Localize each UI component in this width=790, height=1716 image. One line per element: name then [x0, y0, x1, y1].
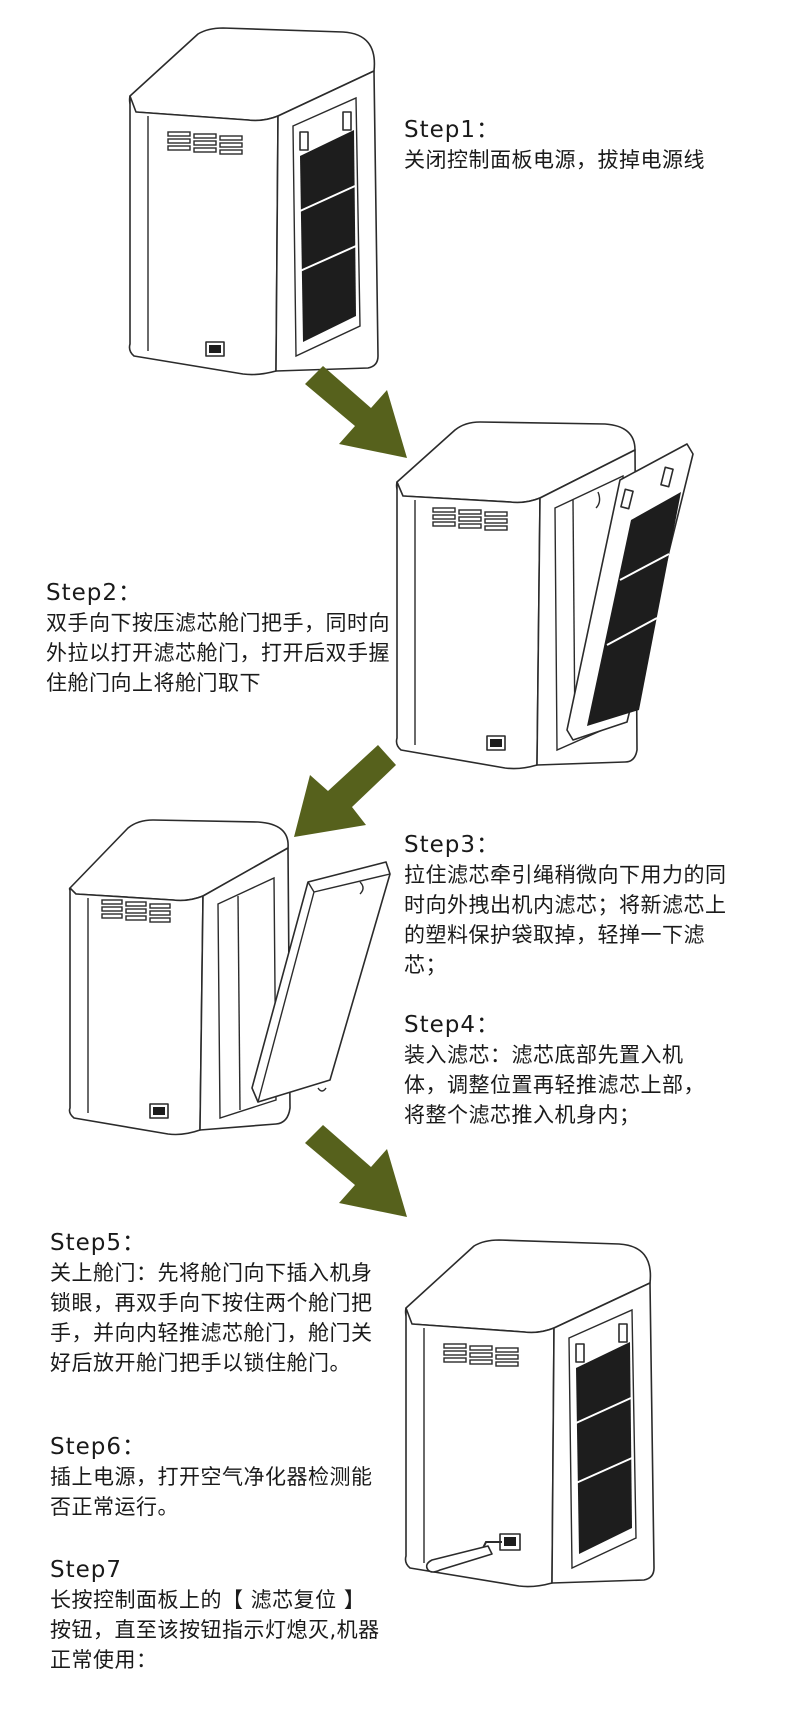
step-1-title: Step1： [404, 117, 501, 143]
step-4: Step4： 装入滤芯：滤芯底部先置入机体，调整位置再轻推滤芯上部，将整个滤芯推… [404, 1010, 719, 1130]
step-1: Step1： 关闭控制面板电源，拔掉电源线 [404, 115, 734, 175]
step-3: Step3： 拉住滤芯牵引绳稍微向下用力的同时向外拽出机内滤芯；将新滤芯上的塑料… [404, 830, 729, 980]
arrow-down-left-icon [294, 745, 396, 837]
purifier-closed-icon [128, 27, 379, 376]
step-2: Step2： 双手向下按压滤芯舱门把手，同时向外拉以打开滤芯舱门，打开后双手握住… [46, 578, 391, 698]
step-6: Step6： 插上电源，打开空气净化器检测能否正常运行。 [50, 1432, 380, 1522]
step-2-body: 双手向下按压滤芯舱门把手，同时向外拉以打开滤芯舱门，打开后双手握住舱门向上将舱门… [46, 611, 390, 695]
step-4-title: Step4： [404, 1012, 501, 1038]
step-2-title: Step2： [46, 580, 143, 606]
step-4-body: 装入滤芯：滤芯底部先置入机体，调整位置再轻推滤芯上部，将整个滤芯推入机身内； [404, 1043, 705, 1127]
step-5-body: 关上舱门：先将舱门向下插入机身锁眼，再双手向下按住两个舱门把手，并向内轻推滤芯舱… [50, 1261, 373, 1375]
step-7: Step7 长按控制面板上的【 滤芯复位 】按钮，直至该按钮指示灯熄灭,机器正常… [50, 1555, 380, 1675]
purifier-filter-out-icon [68, 819, 391, 1136]
purifier-plugged-icon [404, 1239, 655, 1588]
arrow-down-right-icon [305, 1125, 407, 1217]
step-1-body: 关闭控制面板电源，拔掉电源线 [404, 148, 705, 172]
step-3-body: 拉住滤芯牵引绳稍微向下用力的同时向外拽出机内滤芯；将新滤芯上的塑料保护袋取掉，轻… [404, 863, 727, 977]
step-7-title: Step7 [50, 1557, 123, 1583]
step-7-body: 长按控制面板上的【 滤芯复位 】按钮，直至该按钮指示灯熄灭,机器正常使用： [50, 1588, 380, 1672]
purifier-door-open-icon [395, 421, 694, 770]
step-6-body: 插上电源，打开空气净化器检测能否正常运行。 [50, 1465, 373, 1519]
step-5-title: Step5： [50, 1230, 147, 1256]
step-6-title: Step6： [50, 1434, 147, 1460]
step-5: Step5： 关上舱门：先将舱门向下插入机身锁眼，再双手向下按住两个舱门把手，并… [50, 1228, 380, 1378]
arrow-down-right-icon [305, 366, 407, 458]
step-3-title: Step3： [404, 832, 501, 858]
